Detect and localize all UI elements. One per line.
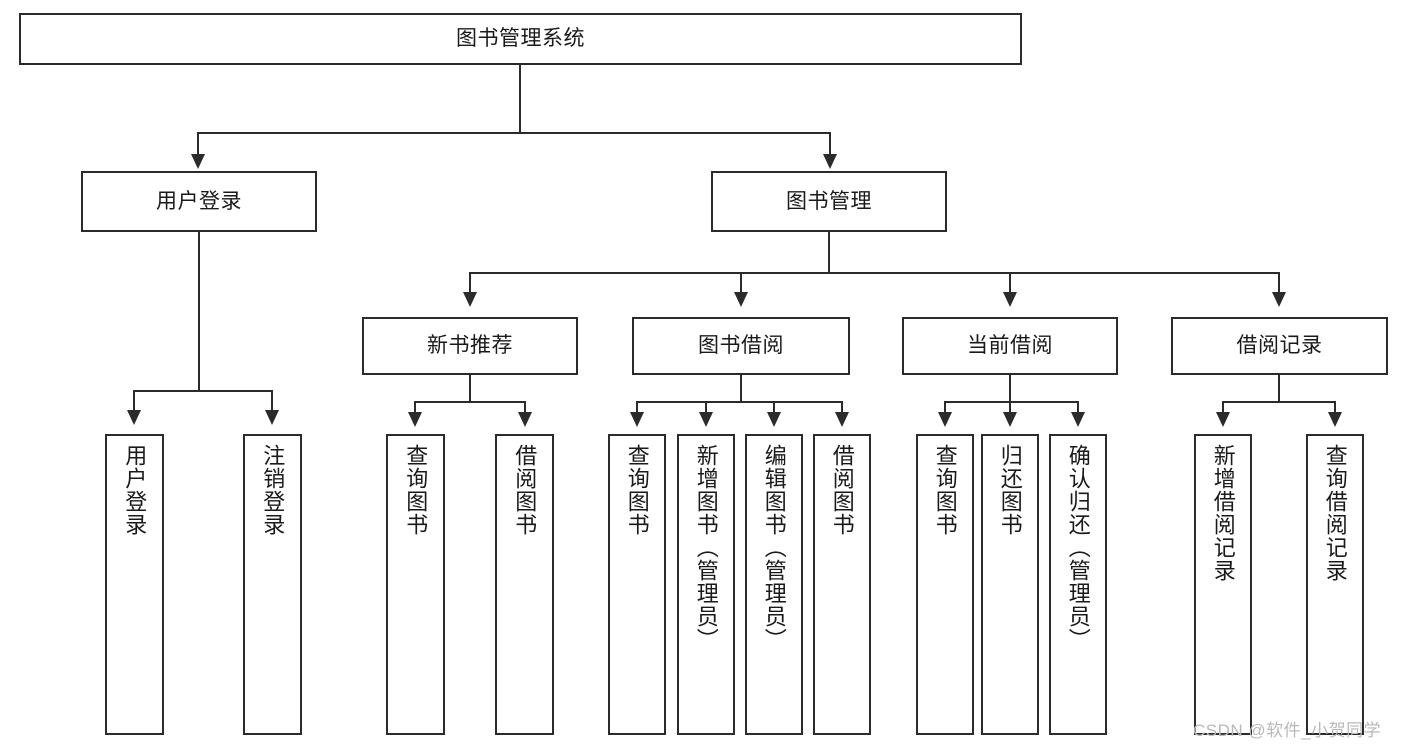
connector-bb-drop-3 <box>773 401 775 415</box>
node-label: 注销登录 <box>260 444 286 536</box>
node-label: 当前借阅 <box>967 334 1053 358</box>
arrowhead-nbr-leaf-2 <box>518 412 532 427</box>
node-user-login[interactable]: 用户登录 <box>81 171 317 232</box>
connector-to-book-management <box>829 132 831 156</box>
node-label: 查询借阅记录 <box>1322 444 1348 582</box>
connector-book-borrow-bus <box>636 401 843 403</box>
node-label: 新增借阅记录 <box>1210 444 1236 582</box>
arrowhead-to-user-login <box>191 154 205 169</box>
connector-to-book-borrow <box>740 272 742 294</box>
connector-user-login-drop-2 <box>271 390 273 412</box>
node-label: 确认归还（管理员） <box>1065 444 1091 651</box>
node-label: 借阅图书 <box>829 444 855 536</box>
connector-cb-drop-1 <box>944 401 946 415</box>
leaf-book-borrow-edit-book-admin[interactable]: 编辑图书（管理员） <box>745 434 803 735</box>
connector-root-stem <box>519 65 521 133</box>
node-label: 用户登录 <box>156 189 242 213</box>
leaf-new-book-recommend-query-book[interactable]: 查询图书 <box>386 434 445 735</box>
arrowhead-to-book-management <box>823 154 837 169</box>
leaf-borrow-record-query-record[interactable]: 查询借阅记录 <box>1306 434 1364 735</box>
arrowhead-user-login-leaf-1 <box>127 410 141 425</box>
node-label: 借阅图书 <box>512 444 538 536</box>
leaf-book-borrow-borrow-book[interactable]: 借阅图书 <box>813 434 871 735</box>
node-new-book-recommend[interactable]: 新书推荐 <box>362 317 578 375</box>
connector-to-user-login <box>197 132 199 156</box>
node-label: 用户登录 <box>122 444 148 536</box>
connector-br-drop-2 <box>1334 401 1336 415</box>
connector-current-borrow-bus <box>944 401 1079 403</box>
arrowhead-to-borrow-record <box>1272 292 1286 307</box>
arrowhead-bb-leaf-3 <box>767 412 781 427</box>
connector-book-borrow-stem <box>740 375 742 403</box>
connector-to-new-book-recommend <box>469 272 471 294</box>
connector-user-login-bus <box>133 390 272 392</box>
connector-nbr-drop-2 <box>524 401 526 415</box>
connector-to-borrow-record <box>1278 272 1280 294</box>
connector-bb-drop-2 <box>705 401 707 415</box>
leaf-book-borrow-query-book[interactable]: 查询图书 <box>608 434 666 735</box>
leaf-current-borrow-return-book[interactable]: 归还图书 <box>981 434 1039 735</box>
connector-level3-bus <box>469 272 1280 274</box>
node-label: 图书管理系统 <box>456 27 585 51</box>
node-label: 查询图书 <box>932 444 958 536</box>
connector-bb-drop-1 <box>636 401 638 415</box>
arrowhead-cb-leaf-2 <box>1003 412 1017 427</box>
connector-bb-drop-4 <box>841 401 843 415</box>
connector-current-borrow-stem <box>1009 375 1011 403</box>
leaf-new-book-recommend-borrow-book[interactable]: 借阅图书 <box>495 434 554 735</box>
connector-borrow-record-bus <box>1222 401 1336 403</box>
arrowhead-to-current-borrow <box>1003 292 1017 307</box>
arrowhead-bb-leaf-2 <box>699 412 713 427</box>
arrowhead-nbr-leaf-1 <box>408 412 422 427</box>
node-label: 查询图书 <box>403 444 429 536</box>
connector-borrow-record-stem <box>1278 375 1280 403</box>
connector-new-book-recommend-bus <box>414 401 526 403</box>
connector-cb-drop-2 <box>1009 401 1011 415</box>
arrowhead-bb-leaf-1 <box>630 412 644 427</box>
node-label: 归还图书 <box>997 444 1023 536</box>
connector-br-drop-1 <box>1222 401 1224 415</box>
leaf-user-login-logout[interactable]: 注销登录 <box>243 434 302 735</box>
arrowhead-cb-leaf-3 <box>1071 412 1085 427</box>
node-label: 新书推荐 <box>427 334 513 358</box>
connector-cb-drop-3 <box>1077 401 1079 415</box>
leaf-book-borrow-add-book-admin[interactable]: 新增图书（管理员） <box>677 434 735 735</box>
arrowhead-bb-leaf-4 <box>835 412 849 427</box>
arrowhead-to-new-book-recommend <box>463 292 477 307</box>
node-root-book-management-system[interactable]: 图书管理系统 <box>19 13 1022 65</box>
connector-level2-bus <box>197 132 831 134</box>
arrowhead-user-login-leaf-2 <box>265 410 279 425</box>
node-label: 图书借阅 <box>698 334 784 358</box>
node-current-borrow[interactable]: 当前借阅 <box>902 317 1118 375</box>
node-label: 查询图书 <box>624 444 650 536</box>
connector-new-book-recommend-stem <box>469 375 471 403</box>
leaf-user-login-user-login[interactable]: 用户登录 <box>105 434 164 735</box>
node-label: 借阅记录 <box>1236 334 1323 358</box>
arrowhead-cb-leaf-1 <box>938 412 952 427</box>
arrowhead-br-leaf-1 <box>1216 412 1230 427</box>
node-book-borrow[interactable]: 图书借阅 <box>632 317 850 375</box>
connector-to-current-borrow <box>1009 272 1011 294</box>
leaf-current-borrow-query-book[interactable]: 查询图书 <box>916 434 974 735</box>
connector-user-login-stem <box>198 232 200 392</box>
node-label: 编辑图书（管理员） <box>761 444 787 651</box>
connector-book-management-stem <box>828 232 830 274</box>
connector-user-login-drop-1 <box>133 390 135 412</box>
node-label: 图书管理 <box>786 189 872 213</box>
node-label: 新增图书（管理员） <box>693 444 719 651</box>
node-book-management[interactable]: 图书管理 <box>711 171 947 232</box>
arrowhead-to-book-borrow <box>734 292 748 307</box>
arrowhead-br-leaf-2 <box>1328 412 1342 427</box>
leaf-borrow-record-add-record[interactable]: 新增借阅记录 <box>1194 434 1252 735</box>
connector-nbr-drop-1 <box>414 401 416 415</box>
leaf-current-borrow-confirm-return-admin[interactable]: 确认归还（管理员） <box>1049 434 1107 735</box>
node-borrow-record[interactable]: 借阅记录 <box>1171 317 1388 375</box>
csdn-watermark: CSDN @软件_小贺同学 <box>1193 721 1382 740</box>
